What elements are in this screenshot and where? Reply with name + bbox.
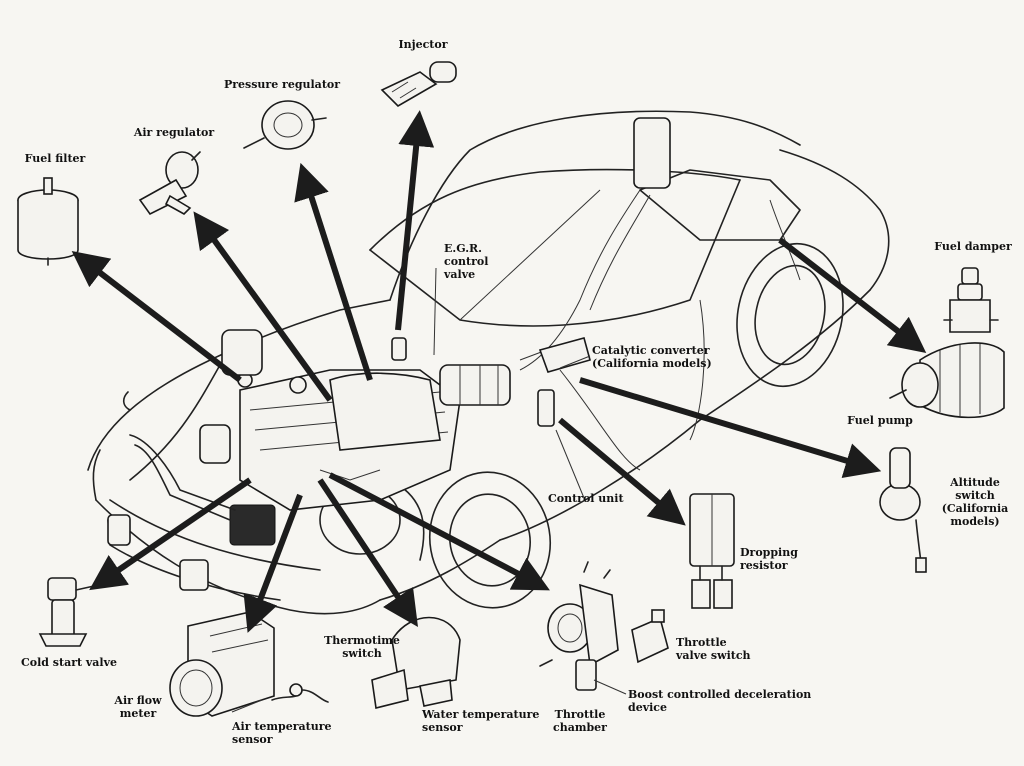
engine-block	[129, 329, 581, 546]
car-body	[87, 110, 890, 615]
pressure-regulator-icon	[243, 100, 327, 150]
label-water-temperature-sensor: Water temperature sensor	[422, 708, 540, 734]
air-flow-meter-icon	[169, 611, 275, 717]
label-altitude-switch: Altitude switch (California models)	[941, 476, 1009, 528]
label-throttle-chamber: Throttle chamber	[553, 708, 607, 734]
label-dropping-resistor: Dropping resistor	[740, 546, 798, 572]
control-unit-icon	[537, 389, 555, 427]
label-catalytic-converter: Catalytic converter (California models)	[592, 344, 712, 370]
label-cold-start-valve: Cold start valve	[21, 656, 117, 669]
water-temperature-sensor-icon	[371, 616, 461, 709]
cold-start-valve-icon	[38, 577, 95, 647]
callout-arrows	[71, 110, 927, 633]
throttle-chamber-icon	[539, 561, 619, 691]
label-boost-controlled-deceleration-device: Boost controlled deceleration device	[628, 688, 812, 714]
label-egr-control-valve: E.G.R. control valve	[444, 242, 489, 281]
air-temperature-sensor-icon	[271, 683, 329, 703]
leader-lines	[231, 267, 627, 713]
fuel-pump-icon	[889, 342, 1005, 419]
catalytic-converter-icon	[538, 337, 591, 373]
label-injector: Injector	[398, 38, 448, 51]
dropping-resistor-icon	[689, 493, 735, 609]
label-control-unit: Control unit	[548, 492, 624, 505]
label-air-regulator: Air regulator	[133, 126, 215, 139]
throttle-valve-switch-icon	[631, 609, 669, 664]
label-fuel-pump: Fuel pump	[847, 414, 913, 427]
fuel-filter-icon	[17, 177, 79, 266]
fuel-damper-icon	[943, 267, 999, 333]
label-fuel-damper: Fuel damper	[934, 240, 1012, 253]
label-thermotime-switch: Thermotime switch	[324, 634, 400, 660]
egr-control-valve-icon	[391, 337, 407, 361]
label-throttle-valve-switch: Throttle valve switch	[676, 636, 751, 662]
label-fuel-filter: Fuel filter	[24, 152, 86, 165]
injector-icon	[380, 61, 457, 108]
label-pressure-regulator: Pressure regulator	[223, 78, 341, 91]
label-air-temperature-sensor: Air temperature sensor	[232, 720, 332, 746]
air-regulator-icon	[138, 151, 201, 216]
altitude-switch-icon	[879, 447, 927, 573]
label-air-flow-meter: Air flow meter	[114, 694, 162, 720]
